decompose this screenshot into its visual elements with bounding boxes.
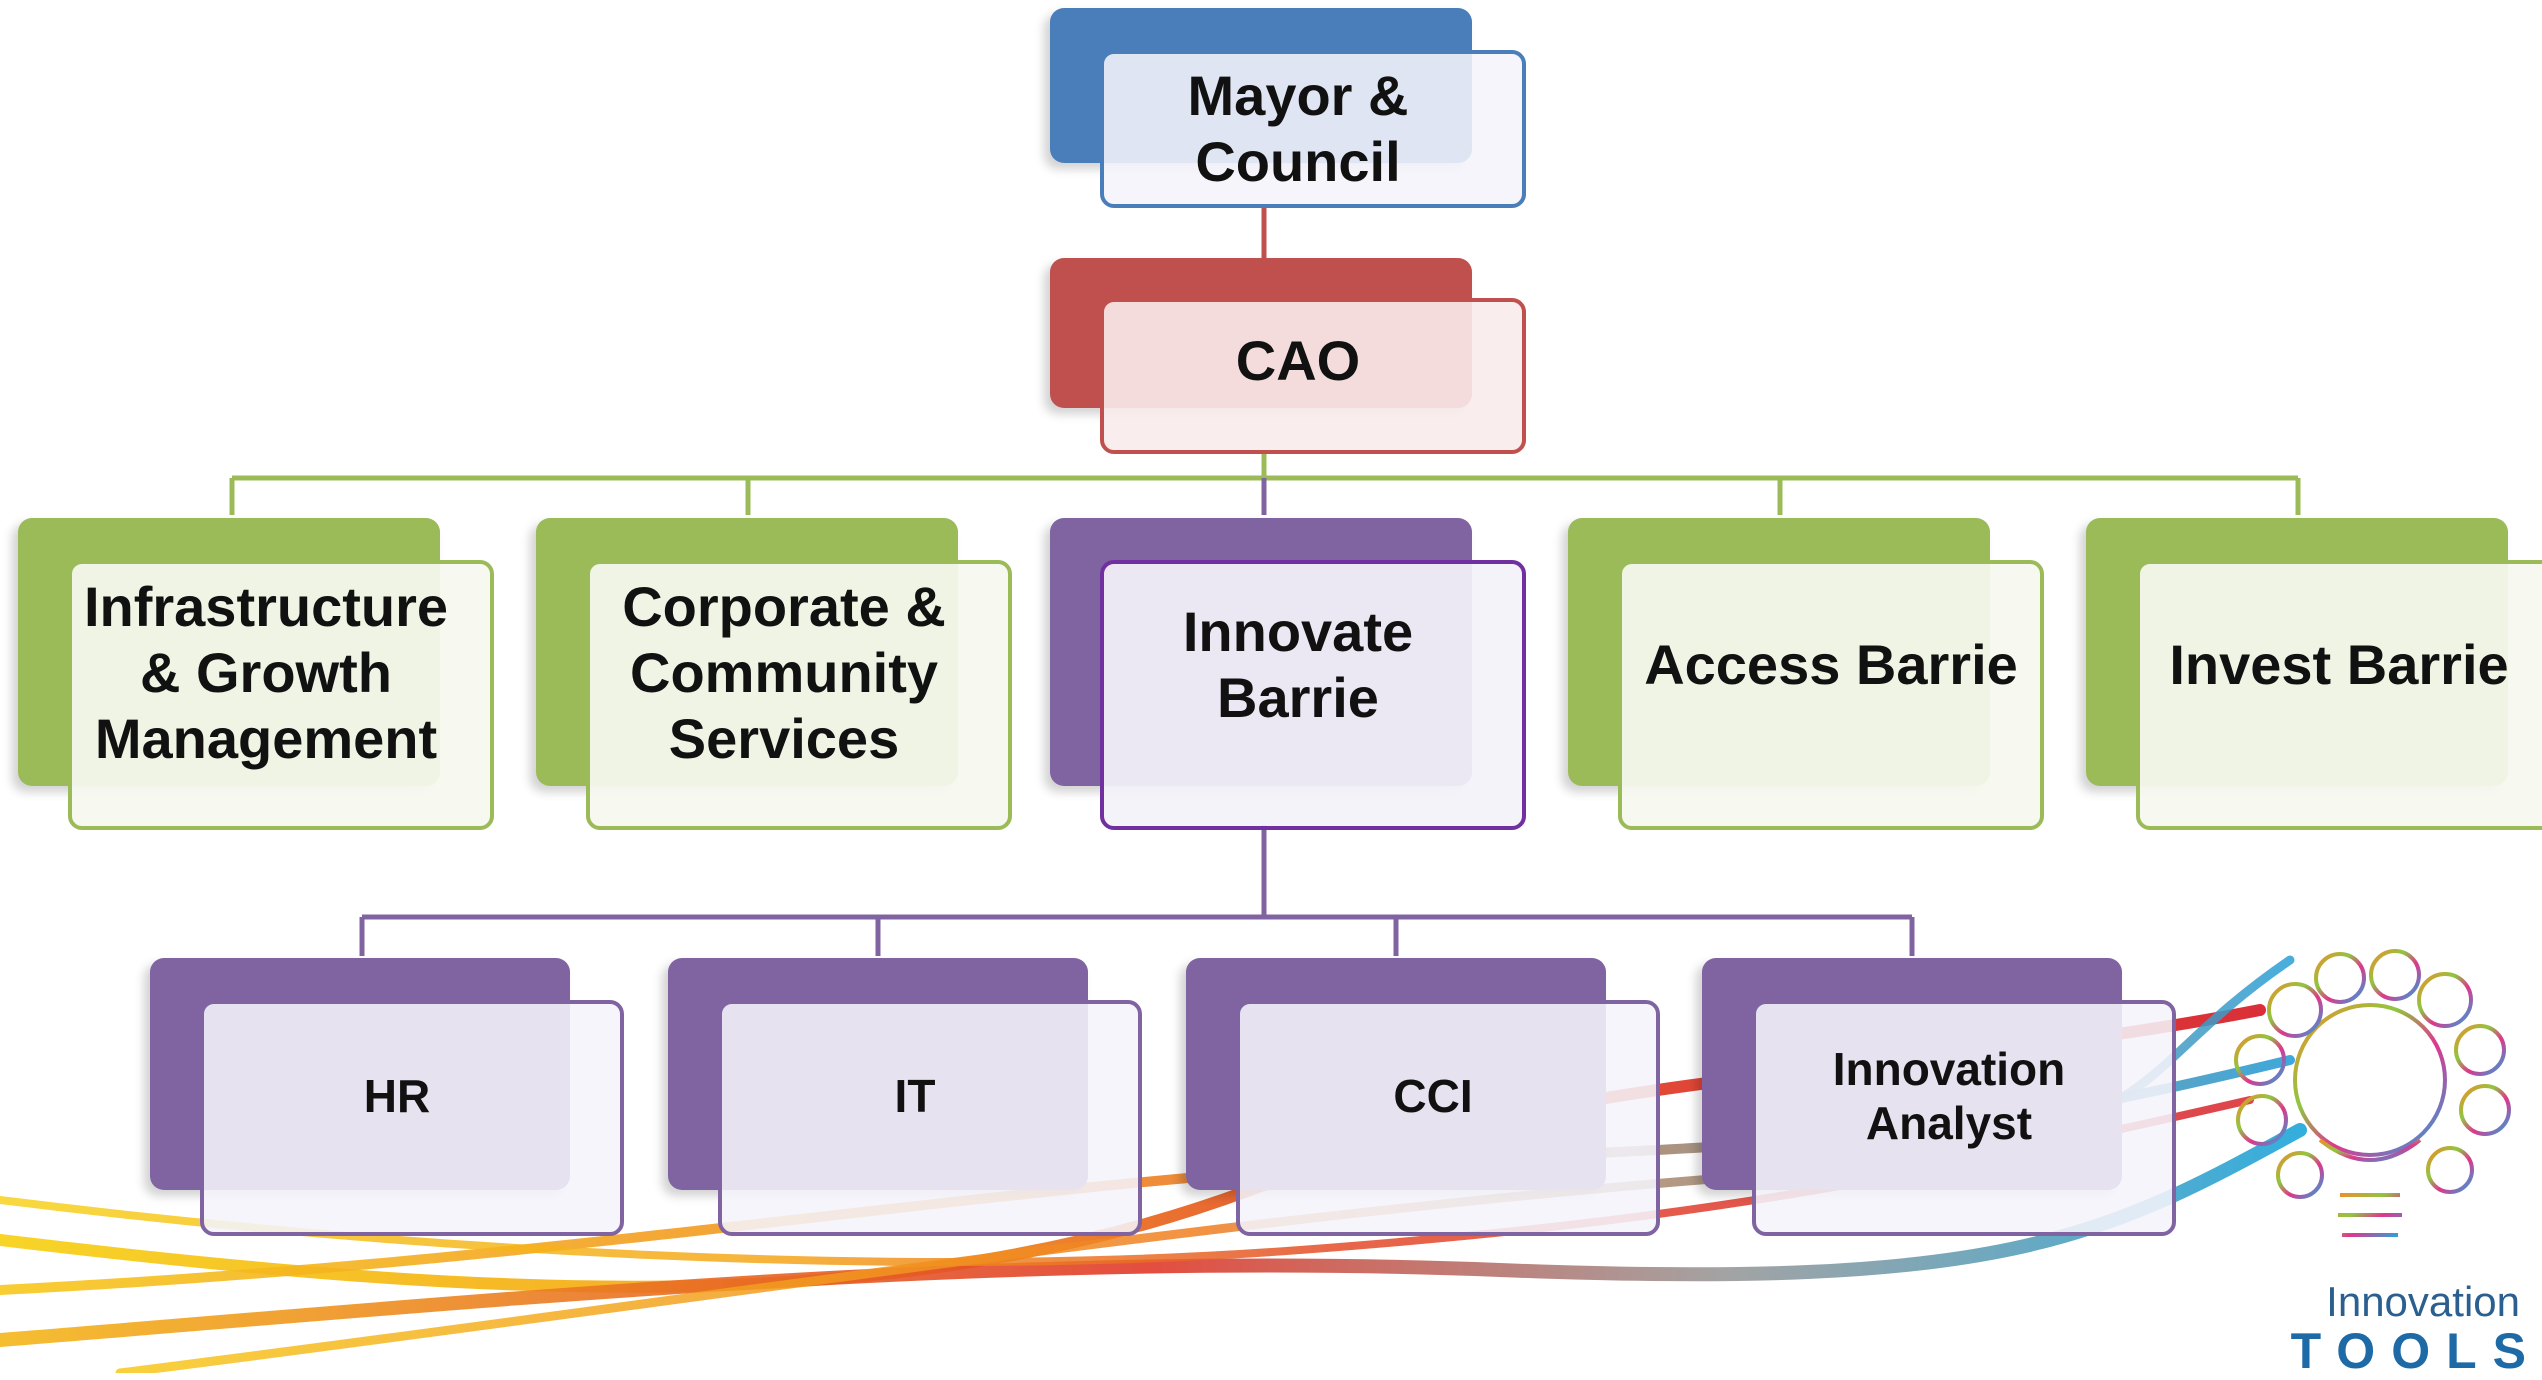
node-invest-barrie-label: Invest Barrie <box>2169 632 2509 696</box>
node-corporate-community-label: Corporate & Community Services <box>622 574 946 771</box>
node-cci-label: CCI <box>1393 1069 1473 1122</box>
node-it: IT <box>668 958 1142 1236</box>
node-innovation-analyst-label: Innovation Analyst <box>1832 1042 2066 1149</box>
brand-tools-text: TOOLS <box>2290 1323 2542 1379</box>
node-innovate-barrie: Innovate Barrie <box>1050 518 1526 830</box>
node-innovate-barrie-label: Innovate Barrie <box>1182 599 1414 729</box>
node-invest-barrie: Invest Barrie <box>2086 518 2542 830</box>
node-cao-label: CAO <box>1235 328 1361 392</box>
lightbulb-logo-icon <box>2234 949 2511 1237</box>
node-mayor-council-label: Mayor & Council <box>1187 63 1409 193</box>
node-infrastructure-growth-label: Infrastructure & Growth Management <box>83 574 449 771</box>
node-it-label: IT <box>894 1069 936 1122</box>
node-access-barrie-label: Access Barrie <box>1644 632 2018 696</box>
node-innovation-analyst: Innovation Analyst <box>1702 958 2176 1236</box>
brand-innovation-text: Innovation <box>2326 1278 2520 1325</box>
node-cci: CCI <box>1186 958 1660 1236</box>
connector-lines <box>229 205 2301 956</box>
node-access-barrie: Access Barrie <box>1568 518 2044 830</box>
node-hr-label: HR <box>363 1069 431 1122</box>
node-cao: CAO <box>1050 258 1526 454</box>
node-corporate-community: Corporate & Community Services <box>536 518 1012 830</box>
node-mayor-council: Mayor & Council <box>1050 8 1526 208</box>
node-hr: HR <box>150 958 624 1236</box>
node-infrastructure-growth: Infrastructure & Growth Management <box>18 518 494 830</box>
